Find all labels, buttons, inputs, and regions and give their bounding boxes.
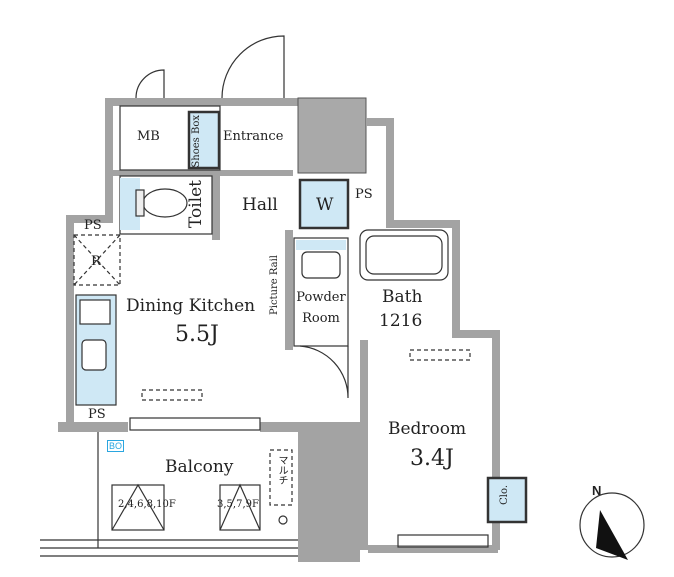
dining-kitchen-size: 5.5J <box>175 322 219 347</box>
ps-top-label: PS <box>355 187 373 202</box>
bedroom-size: 3.4J <box>410 446 454 471</box>
balcony-label: Balcony <box>165 457 234 477</box>
picture-rail-label: Picture Rail <box>269 255 280 315</box>
ps-left-label: PS <box>84 218 102 233</box>
bath-size: 1216 <box>379 311 423 331</box>
closet-label: Clo. <box>499 485 510 505</box>
dining-kitchen-label: Dining Kitchen <box>126 296 256 316</box>
r-label: R <box>91 254 101 269</box>
toilet-label: Toilet <box>186 180 206 229</box>
w-label: W <box>316 195 334 215</box>
compass-north-label: N <box>592 483 602 498</box>
multi-label: マルチ <box>276 455 287 485</box>
entrance-label: Entrance <box>223 129 284 144</box>
bath-label: Bath <box>382 287 423 307</box>
bedroom-label: Bedroom <box>388 419 467 439</box>
ps-bottom-label: PS <box>88 407 106 422</box>
compass-icon <box>579 492 645 560</box>
powder-room-label: Powder Room <box>296 290 346 326</box>
mb-label: MB <box>137 129 160 144</box>
hall-label: Hall <box>242 195 278 215</box>
walls <box>58 97 500 562</box>
lines <box>40 35 528 557</box>
floors-a-label: 2,4,6,8,10F <box>118 499 176 510</box>
floors-b-label: 3,5,7,9F <box>217 499 259 510</box>
bo-badge: BO <box>107 440 125 452</box>
shoes-box-label: Shoes Box <box>191 115 202 168</box>
